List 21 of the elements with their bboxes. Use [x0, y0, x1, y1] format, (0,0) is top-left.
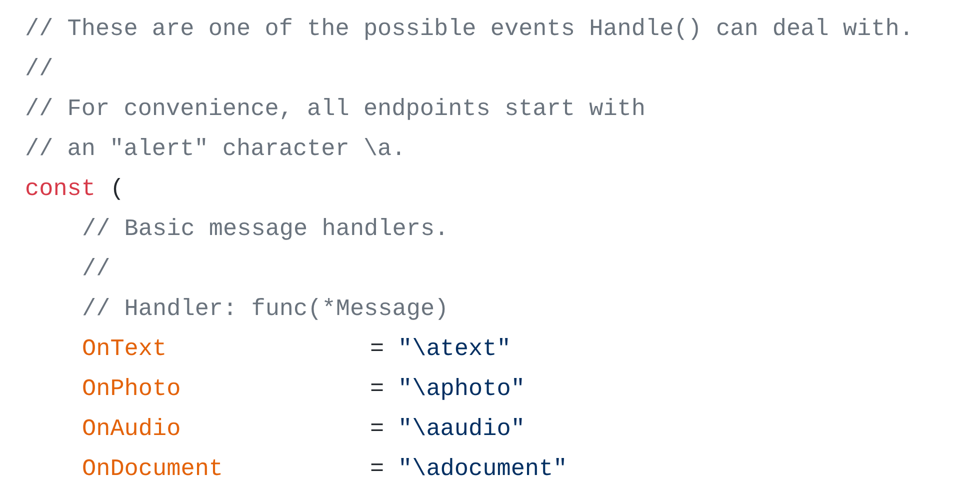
code-comment: //: [25, 55, 54, 85]
code-operator: =: [370, 335, 384, 365]
code-comment: //: [82, 255, 110, 285]
code-comment: // an "alert" character \a.: [25, 135, 406, 165]
constant-name: OnText: [82, 335, 167, 365]
constant-name: OnPhoto: [82, 375, 181, 405]
string-literal: "\aphoto": [398, 375, 525, 405]
code-comment: // These are one of the possible events Handle() can deal with.: [25, 15, 914, 45]
code-comment: // For convenience, all endpoints start with: [25, 95, 646, 125]
code-operator: (: [110, 175, 124, 205]
code-operator: =: [370, 375, 384, 405]
code-operator: =: [370, 455, 384, 485]
string-literal: "\adocument": [398, 455, 568, 485]
code-comment: // Basic message handlers.: [82, 215, 449, 245]
code-operator: =: [370, 415, 384, 445]
constant-name: OnDocument: [82, 455, 224, 485]
string-literal: "\aaudio": [398, 415, 525, 445]
constant-name: OnAudio: [82, 415, 181, 445]
string-literal: "\atext": [398, 335, 511, 365]
code-comment: // Handler: func(*Message): [82, 295, 449, 325]
code-keyword: const: [25, 175, 96, 205]
